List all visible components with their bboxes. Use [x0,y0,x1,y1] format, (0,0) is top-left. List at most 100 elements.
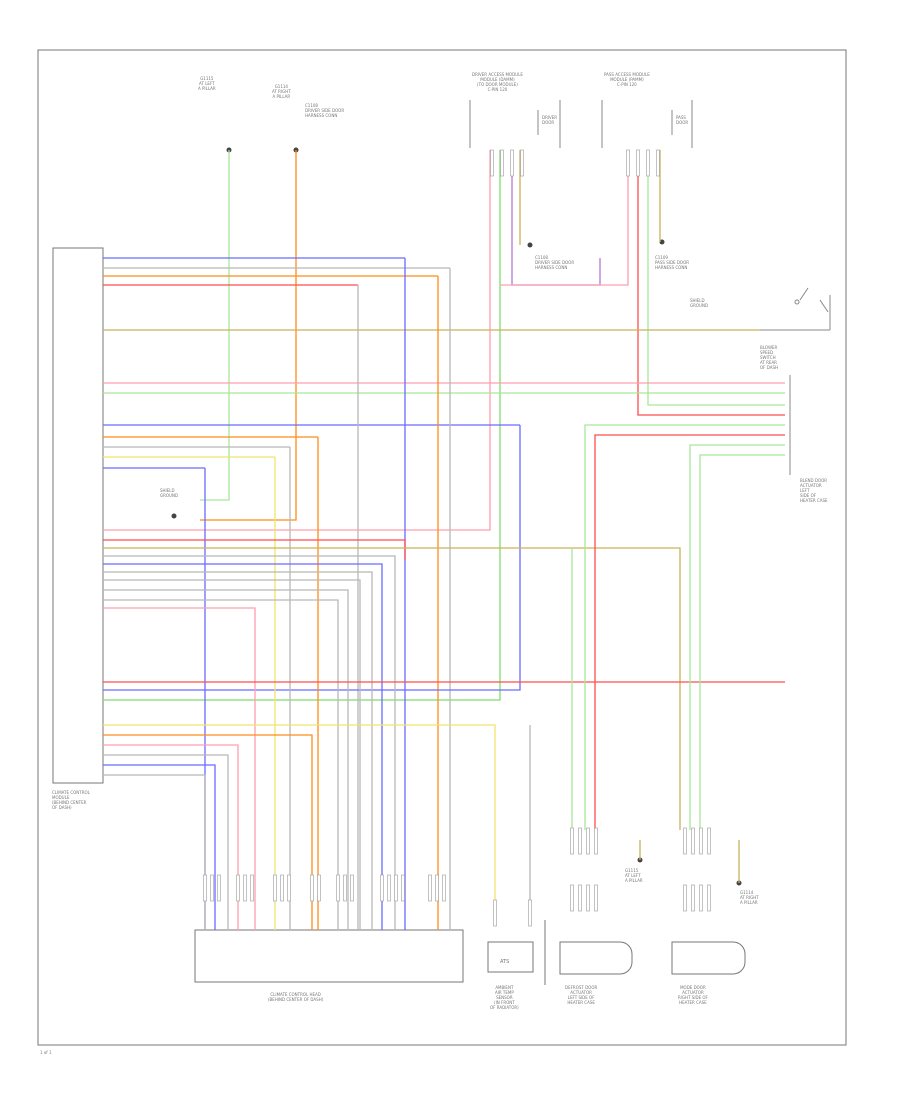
wire-blue-2 [103,425,521,691]
wire-mid-3 [103,555,396,930]
wire-bot-4 [103,764,216,930]
bottom-head-g-pin [435,874,439,902]
top-conn-1-pin [490,149,494,177]
ambient-box-label: ATS [500,959,510,965]
bottom-head-c-pin [287,874,291,902]
bottom-head-e-pin [350,874,354,902]
wire-note-1: C1108 DRIVER SIDE DOOR HARNESS CONN [535,255,575,270]
switch-label: BLOWER SPEED SWITCH AT REAR OF DASH [760,345,779,370]
defrost-top-pin [570,827,574,855]
wire-pass-1 [500,150,629,286]
shield-ground-label: SHIELD GROUND [160,488,179,498]
wire-act-4 [699,454,785,830]
wire-ground-b [200,150,297,521]
bottom-head-g-pin [428,874,432,902]
bottom-head-f-pin [380,874,384,902]
mode-top-pin [691,827,695,855]
wire-mid-1 [103,539,406,560]
blend-door-label: BLEND DOOR ACTUATOR LEFT SIDE OF HEATER … [800,478,828,503]
top-connector-2-label: PASS ACCESS MODULE MODULE (PAMM) C-PIN 1… [604,72,650,87]
wire-mid-5 [103,571,373,930]
wire-act-1 [584,424,785,830]
mode-bot-pin [691,884,695,912]
wire-mid-4 [103,563,383,930]
defrost-actuator-label: DEFROST DOOR ACTUATOR LEFT SIDE OF HEATE… [565,985,598,1005]
wire-group [103,150,785,930]
defrost-top-pin [578,827,582,855]
defrost-top-pin [594,827,598,855]
defrost-bot-pin [570,884,574,912]
bottom-head-f-pin [394,874,398,902]
mode-top-pin [699,827,703,855]
defrost-bot-pin [586,884,590,912]
wire-bot-1 [103,734,313,930]
bottom-head-c-pin [280,874,284,902]
connector-pins [203,149,711,927]
defrost-door-actuator [559,941,633,975]
ambient-sensor-label: AMBIENT AIR TEMP SENSOR (IN FRONT OF RAD… [490,985,519,1010]
climate-control-head [194,929,464,983]
top-connector-1-side: DRIVER DOOR [542,115,558,125]
top-connector-1 [469,100,561,148]
mode-bot-pin [683,884,687,912]
wire-bot-5 [103,774,206,930]
mode-top-pin [707,827,711,855]
defrost-top-pin [586,827,590,855]
wire-driver-2 [103,150,501,701]
wire-note-top: C1108 DRIVER SIDE DOOR HARNESS CONN [305,103,345,118]
ambient-b-pin [528,899,532,927]
wire-act-3 [689,444,785,830]
top-conn-1-pin [500,149,504,177]
wire-mid-9 [103,607,256,930]
wire-pass-2 [637,150,785,416]
blower-switch [760,287,831,331]
defrost-bot-pin [594,884,598,912]
bottom-head-b-pin [250,874,254,902]
bottom-head-f-pin [401,874,405,902]
top-conn-2-pin [626,149,630,177]
bottom-head-e-pin [336,874,340,902]
wire-ground-a [200,150,230,501]
wire-mid-7 [103,589,349,930]
top-conn-2-pin [656,149,660,177]
bottom-head-a-pin [210,874,214,902]
bottom-head-g-pin [442,874,446,902]
ambient-pin [493,899,497,927]
mode-bot-pin [707,884,711,912]
defrost-bot-pin [578,884,582,912]
bottom-head-d-pin [310,874,314,902]
top-conn-1-pin [520,149,524,177]
wire-pass-3 [647,150,785,406]
bottom-head-c-pin [273,874,277,902]
bottom-ground-1-label: G1115 AT LEFT A PILLAR [625,868,643,883]
wire-bot-2 [103,744,239,930]
wire-ambient-1 [103,724,496,900]
mode-door-actuator [671,941,746,975]
bottom-head-f-pin [387,874,391,902]
bottom-ground-2-label: G1114 AT RIGHT A PILLAR [740,890,759,905]
wire-driver-1 [103,150,491,531]
top-conn-1-pin [510,149,514,177]
page-number: 1 of 1 [40,1050,52,1055]
wire-act-2 [594,434,785,830]
top-connector-2-side: PASS DOOR [676,115,689,125]
top-connector-1-label: DRIVER ACCESS MODULE MODULE (DAMM) (TO D… [472,72,523,92]
diagram-frame [37,49,847,1046]
wire-mid-2 [103,547,681,830]
wire-mid-6 [103,579,361,930]
top-conn-2-pin [636,149,640,177]
wire-bot-3 [103,754,229,930]
mode-actuator-label: MODE DOOR ACTUATOR RIGHT SIDE OF HEATER … [678,985,708,1005]
ground-label-b: G1114 AT RIGHT A PILLAR [272,84,291,99]
top-connector-2 [601,100,693,148]
bottom-head-b-pin [243,874,247,902]
climate-control-module [52,247,104,784]
bottom-head-b-pin [236,874,240,902]
ground-label-a: G1115 AT LEFT A PILLAR [198,76,216,91]
bottom-head-e-pin [343,874,347,902]
wire-note-2: C1109 PASS SIDE DOOR HARNESS CONN [655,255,689,270]
ambient-air-temp-sensor [487,941,534,973]
bottom-head-a-pin [203,874,207,902]
